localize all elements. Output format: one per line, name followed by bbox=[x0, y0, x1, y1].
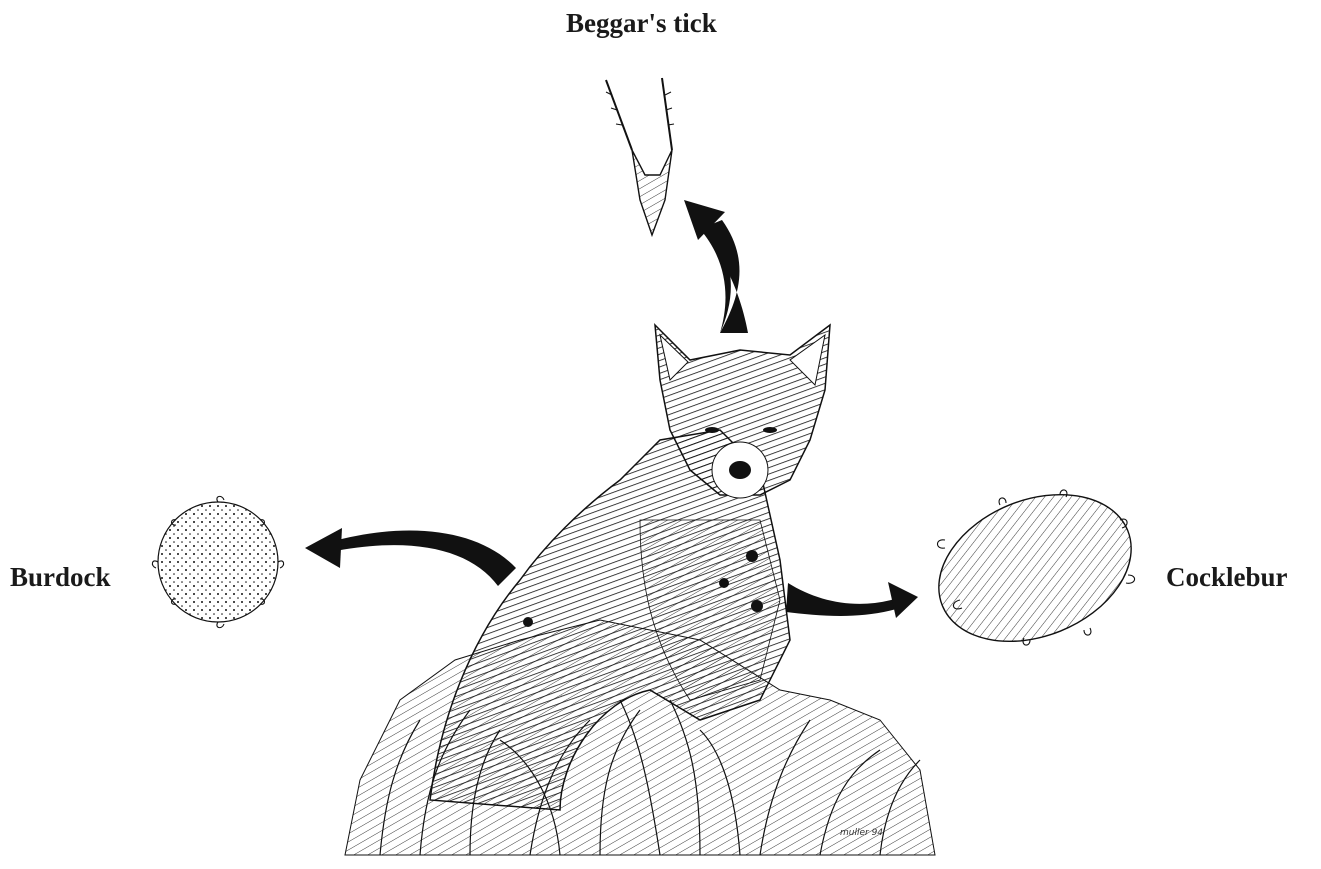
bur-on-fur bbox=[719, 578, 729, 588]
fox-nose bbox=[729, 461, 751, 479]
cocklebur-label: Cocklebur bbox=[1166, 564, 1288, 591]
arrow-to-burdock bbox=[305, 528, 516, 586]
artist-signature: muller 94 bbox=[840, 828, 883, 838]
fox-eye-left bbox=[705, 427, 719, 433]
fox-eye-right bbox=[763, 427, 777, 433]
cocklebur-seed bbox=[917, 467, 1153, 668]
fox-illustration bbox=[345, 325, 935, 855]
beggars-tick-seed bbox=[606, 78, 674, 235]
burdock-label: Burdock bbox=[10, 564, 111, 591]
burdock-bur bbox=[152, 496, 283, 627]
bur-on-fur bbox=[746, 550, 758, 562]
beggars-tick-label: Beggar's tick bbox=[566, 10, 717, 37]
bur-on-fur bbox=[523, 617, 533, 627]
bur-on-fur bbox=[751, 600, 763, 612]
arrow-to-beggars-tick bbox=[684, 200, 748, 333]
arrow-to-cocklebur bbox=[786, 582, 918, 618]
